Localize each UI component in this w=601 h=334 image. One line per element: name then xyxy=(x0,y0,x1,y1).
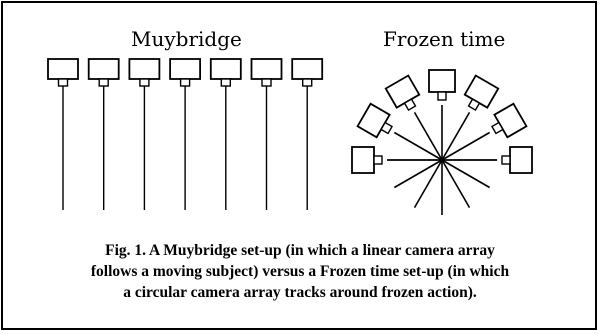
circular-camera-array xyxy=(351,69,533,215)
linear-camera-3 xyxy=(128,58,161,210)
camera-body xyxy=(209,58,242,80)
radial-camera-6 xyxy=(393,102,528,189)
camera-lens xyxy=(467,98,481,111)
linear-camera-6 xyxy=(250,58,283,210)
camera-lens xyxy=(373,155,383,165)
radial-camera-3 xyxy=(384,74,471,209)
linear-camera-array xyxy=(47,58,324,210)
camera-body xyxy=(428,69,456,93)
frozen-time-title: Frozen time xyxy=(383,27,506,51)
linear-camera-2 xyxy=(87,58,120,210)
camera-lens xyxy=(261,78,272,87)
muybridge-title: Muybridge xyxy=(131,27,242,51)
camera-body xyxy=(169,58,202,80)
camera-lens xyxy=(403,98,417,111)
camera-lens xyxy=(139,78,150,87)
camera-lens xyxy=(220,78,232,87)
caption-line-3: a circular camera array tracks around fr… xyxy=(123,284,477,301)
camera-body xyxy=(250,58,283,80)
caption-line-1: Fig. 1. A Muybridge set-up (in which a l… xyxy=(105,242,495,259)
linear-camera-7 xyxy=(291,58,324,210)
camera-body xyxy=(291,58,324,80)
camera-lens xyxy=(179,78,191,87)
camera-body xyxy=(351,146,375,174)
camera-lens xyxy=(302,78,313,87)
radial-camera-4 xyxy=(428,69,456,215)
camera-body xyxy=(509,146,533,174)
radial-camera-5 xyxy=(413,74,500,209)
camera-lens xyxy=(57,78,69,87)
camera-lens xyxy=(98,78,109,87)
radial-camera-7 xyxy=(387,146,533,174)
figure-caption: Fig. 1. A Muybridge set-up (in which a l… xyxy=(20,240,580,303)
linear-camera-5 xyxy=(209,58,242,210)
camera-lens xyxy=(437,91,447,101)
linear-camera-1 xyxy=(47,58,79,210)
camera-lens xyxy=(501,155,511,165)
camera-body xyxy=(47,58,79,80)
camera-body xyxy=(128,58,161,80)
linear-camera-4 xyxy=(169,58,202,210)
caption-line-2: follows a moving subject) versus a Froze… xyxy=(90,263,510,280)
camera-lens xyxy=(491,121,504,135)
figure-frame xyxy=(1,1,597,330)
camera-lens xyxy=(380,121,393,135)
camera-body xyxy=(87,58,120,80)
radial-camera-2 xyxy=(356,102,491,189)
